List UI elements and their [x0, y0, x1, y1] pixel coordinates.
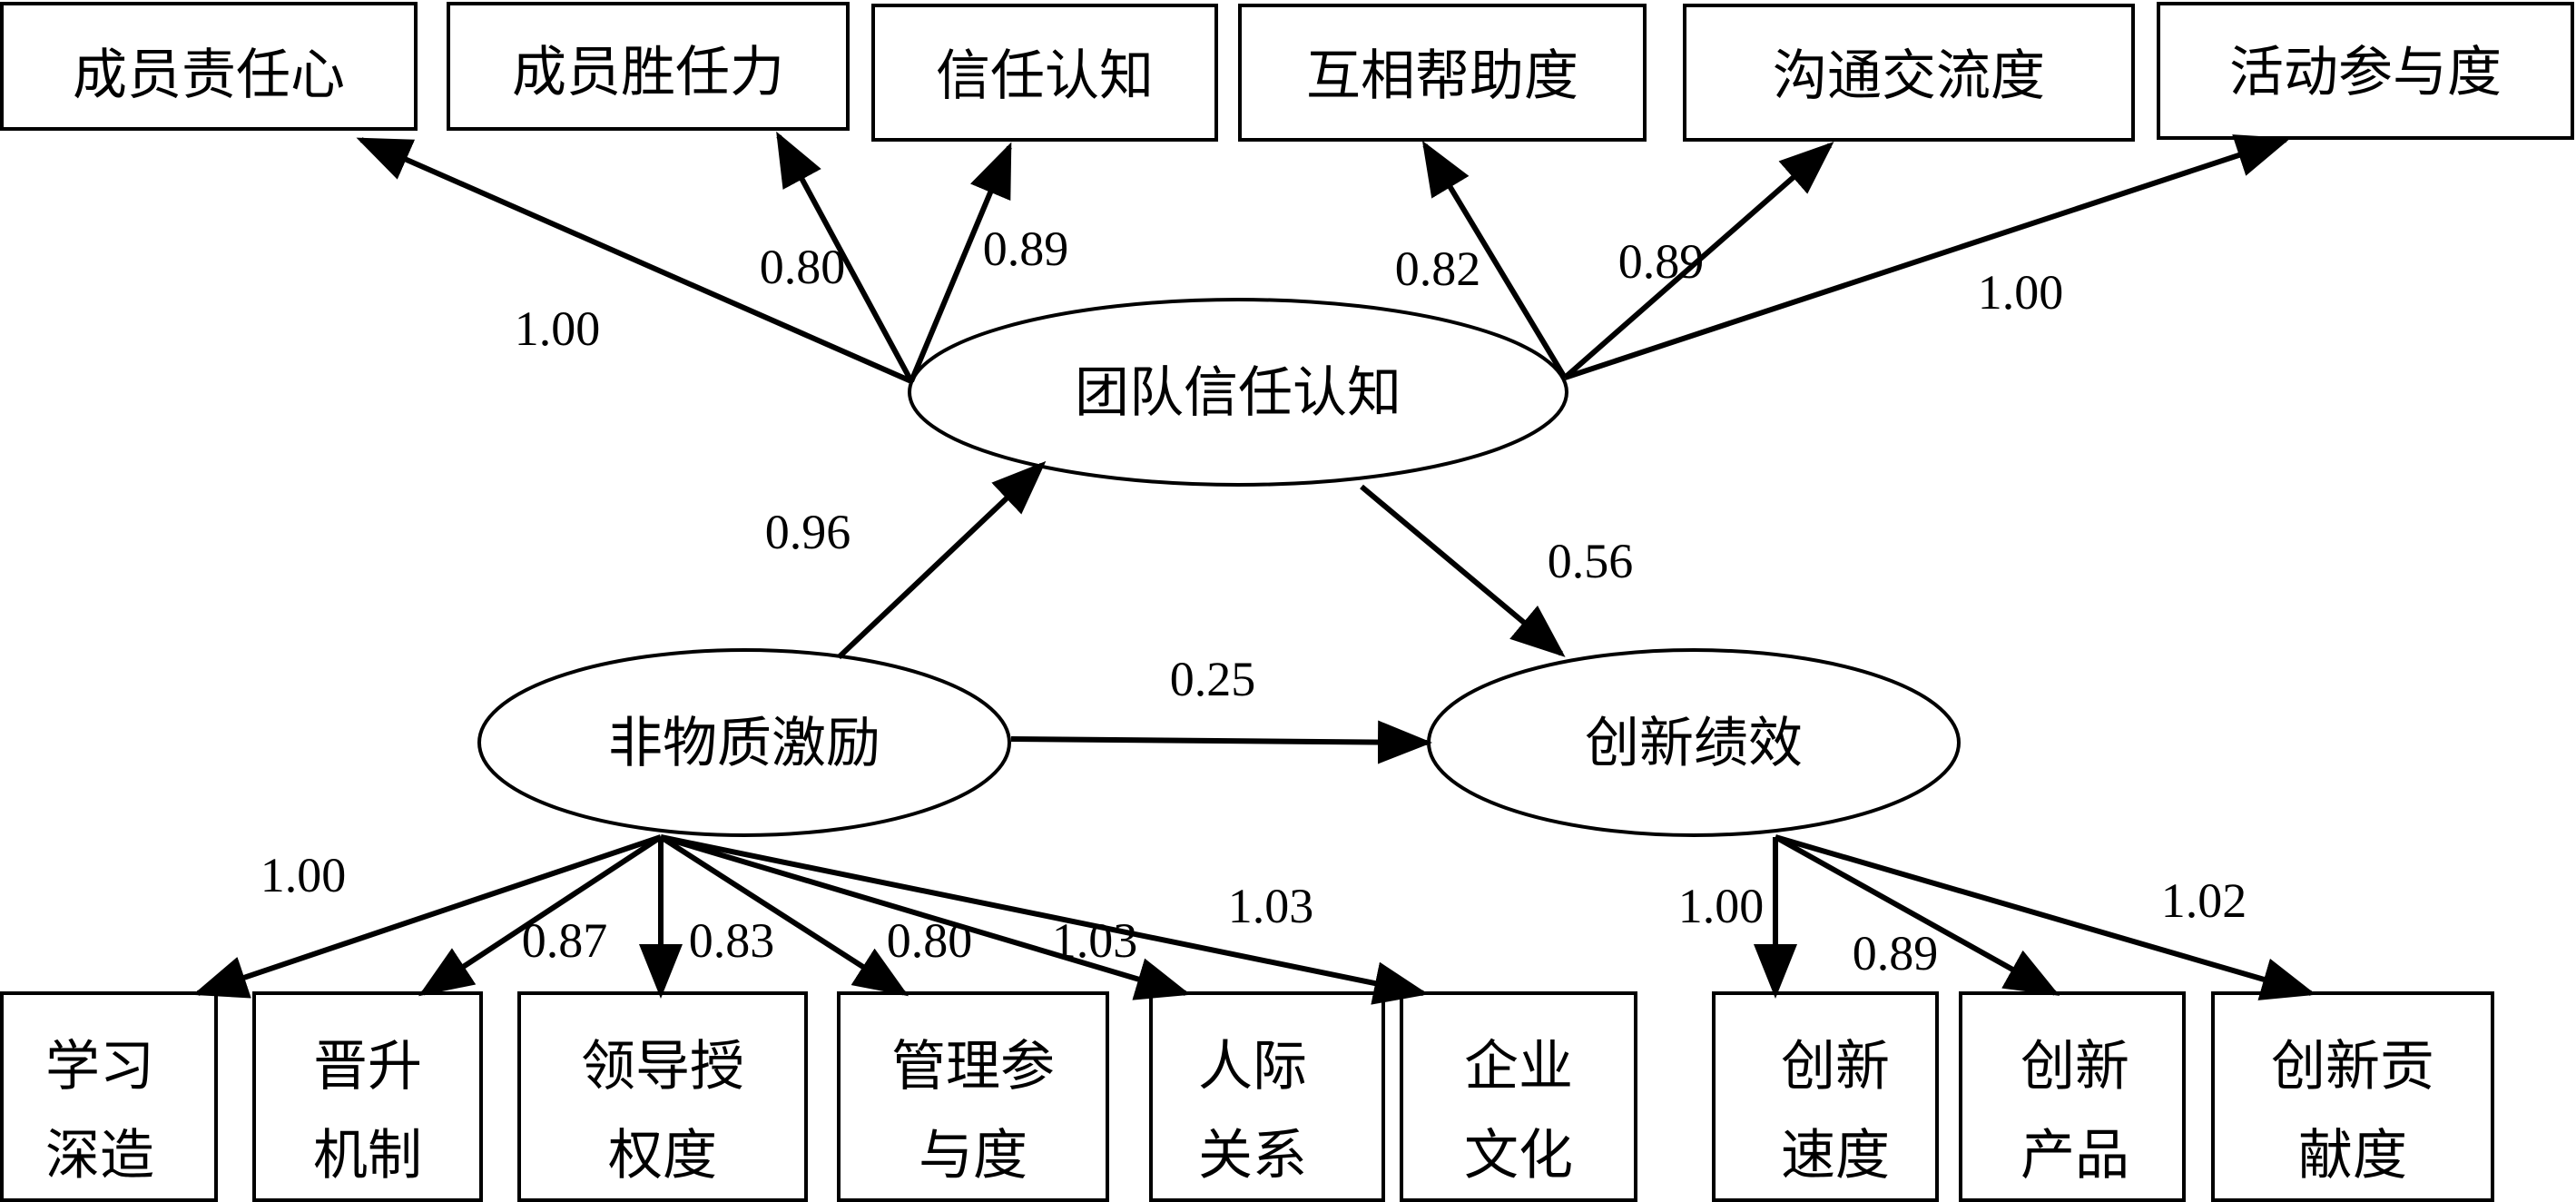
loading-trust-4: 0.82 [1395, 241, 1481, 296]
indicator-label-line1: 创新贡 [2271, 1035, 2434, 1099]
loading-trust-2: 0.80 [760, 240, 846, 294]
indicator-label-line1: 领导授 [581, 1035, 744, 1099]
indicator-label-line2: 产品 [2020, 1124, 2129, 1187]
loading-performance-3: 1.02 [2161, 873, 2247, 928]
loading-motivation-3: 0.83 [689, 913, 775, 968]
indicator-label: 互相帮助度 [1306, 44, 1578, 108]
indicator-label-line1: 创新 [2020, 1035, 2129, 1099]
latent-label: 团队信任认知 [1075, 361, 1401, 425]
arrow-performance-to-indicator-2 [1774, 834, 2060, 996]
path-trust-performance: 0.56 [1548, 534, 1634, 588]
indicator-label-line2: 深造 [45, 1124, 154, 1187]
loading-motivation-6: 1.03 [1228, 879, 1314, 933]
loading-trust-6: 1.00 [1978, 265, 2064, 320]
arrow-performance-to-indicator-3 [1775, 834, 2316, 1000]
indicator-label: 沟通交流度 [1773, 44, 2045, 108]
loading-performance-2: 0.89 [1853, 926, 1939, 980]
indicator-corporate-culture: 企业 文化 [1400, 991, 1637, 1202]
arrow-motivation-to-indicator-6 [660, 834, 1429, 1005]
arrow-trust-to-indicator-1 [356, 137, 913, 384]
indicator-label-line2: 权度 [608, 1124, 717, 1187]
latent-team-trust: 团队信任认知 [908, 298, 1568, 487]
indicator-leadership-empowerment: 领导授 权度 [517, 991, 808, 1202]
indicator-label: 信任认知 [936, 44, 1154, 108]
latent-label: 非物质激励 [608, 712, 880, 775]
indicator-label: 成员胜任力 [512, 41, 784, 104]
indicator-label-line1: 企业 [1464, 1035, 1573, 1099]
indicator-innovation-product: 创新 产品 [1959, 991, 2186, 1202]
arrow-motivation-to-performance [1010, 720, 1432, 764]
loading-trust-5: 0.89 [1618, 234, 1705, 289]
indicator-label-line2: 文化 [1464, 1124, 1573, 1187]
arrow-trust-to-indicator-5 [1563, 142, 1834, 380]
indicator-label: 活动参与度 [2229, 41, 2502, 104]
indicator-communication: 沟通交流度 [1683, 4, 2135, 142]
arrow-motivation-to-indicator-2 [418, 834, 663, 997]
arrow-trust-to-indicator-3 [909, 142, 1012, 383]
indicator-innovation-contribution: 创新贡 献度 [2211, 991, 2494, 1202]
arrow-motivation-to-trust [836, 460, 1047, 660]
loading-performance-1: 1.00 [1678, 879, 1765, 933]
indicator-management-participation: 管理参 与度 [837, 991, 1109, 1202]
indicator-label-line2: 机制 [313, 1124, 422, 1187]
latent-non-material-motivation: 非物质激励 [477, 648, 1011, 837]
indicator-label-line1: 晋升 [313, 1035, 422, 1099]
arrow-trust-to-performance [1360, 484, 1566, 657]
latent-label: 创新绩效 [1585, 712, 1803, 775]
path-motivation-trust: 0.96 [765, 505, 851, 559]
indicator-interpersonal: 人际 关系 [1149, 991, 1385, 1202]
indicator-mutual-help: 互相帮助度 [1238, 4, 1647, 142]
indicator-label-line2: 关系 [1198, 1124, 1307, 1187]
indicator-learning: 学习 深造 [0, 991, 218, 1202]
indicator-label-line1: 管理参 [891, 1035, 1055, 1099]
arrow-motivation-to-indicator-5 [660, 834, 1191, 1000]
arrow-motivation-to-indicator-4 [659, 834, 909, 997]
path-motivation-performance: 0.25 [1170, 652, 1256, 706]
indicator-activity-participation: 活动参与度 [2157, 2, 2574, 140]
loading-trust-3: 0.89 [983, 222, 1069, 276]
indicator-label: 成员责任心 [73, 44, 345, 107]
arrow-trust-to-indicator-2 [776, 131, 914, 383]
latent-innovation-performance: 创新绩效 [1427, 648, 1961, 837]
indicator-label-line1: 创新 [1781, 1035, 1890, 1099]
indicator-member-responsibility: 成员责任心 [0, 2, 418, 131]
indicator-member-competence: 成员胜任力 [447, 2, 850, 131]
indicator-trust-cognition: 信任认知 [871, 4, 1218, 142]
indicator-label-line2: 与度 [919, 1124, 1027, 1187]
indicator-label-line2: 速度 [1781, 1124, 1890, 1187]
indicator-label-line2: 献度 [2298, 1124, 2407, 1187]
loading-trust-1: 1.00 [515, 301, 601, 356]
arrow-motivation-to-indicator-1 [192, 834, 662, 999]
indicator-promotion: 晋升 机制 [252, 991, 483, 1202]
indicator-innovation-speed: 创新 速度 [1712, 991, 1939, 1202]
loading-motivation-2: 0.87 [522, 913, 608, 968]
arrow-trust-to-indicator-4 [1421, 140, 1568, 379]
indicator-label-line1: 人际 [1198, 1035, 1307, 1099]
loading-motivation-5: 1.03 [1052, 913, 1138, 968]
arrow-trust-to-indicator-6 [1564, 134, 2291, 380]
loading-motivation-4: 0.80 [887, 913, 973, 968]
loading-motivation-1: 1.00 [261, 848, 347, 902]
indicator-label-line1: 学习 [45, 1035, 154, 1099]
